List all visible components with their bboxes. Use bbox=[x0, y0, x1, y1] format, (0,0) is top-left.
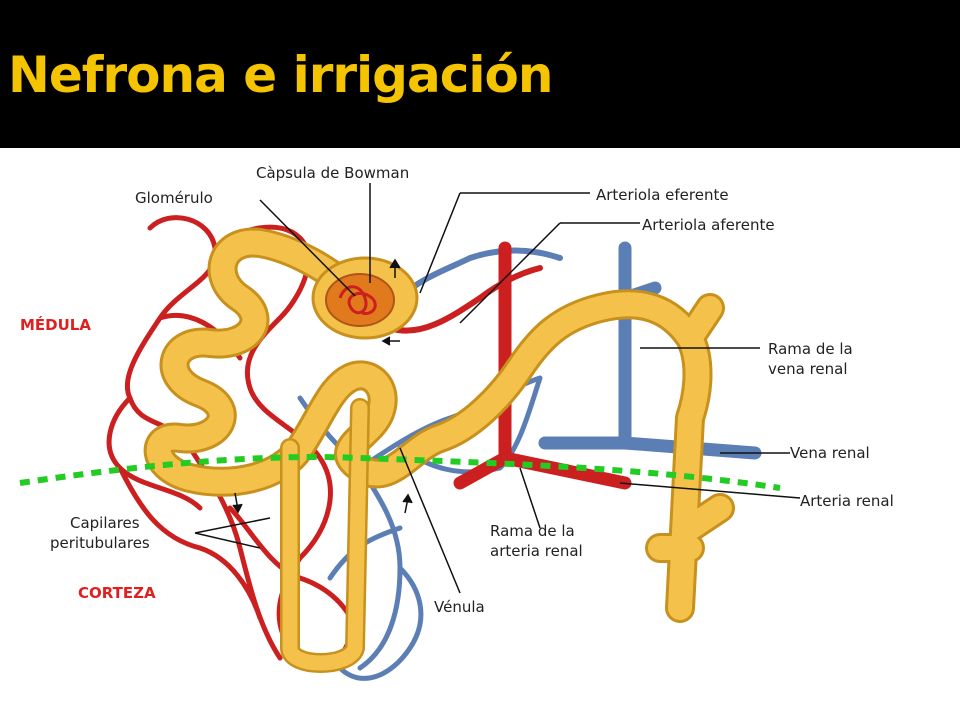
arrow-left-arteriole bbox=[381, 336, 400, 346]
label-rama-vena-renal-1: Rama de la bbox=[768, 340, 853, 358]
tubule-fill bbox=[146, 230, 732, 620]
label-rama-arteria-renal-2: arteria renal bbox=[490, 542, 583, 560]
diagram-svg: Càpsula de Bowman Glomérulo Arteriola ef… bbox=[19, 164, 894, 681]
slide-title: Nefrona e irrigación bbox=[8, 46, 553, 104]
loop-of-henle-fill bbox=[282, 400, 368, 671]
nephron-tubule bbox=[143, 227, 735, 673]
label-capsula-bowman: Càpsula de Bowman bbox=[256, 164, 409, 182]
label-glomerulo: Glomérulo bbox=[135, 189, 213, 207]
leader-lines bbox=[194, 183, 801, 594]
renal-vein-branch bbox=[538, 241, 762, 460]
label-arteriola-eferente: Arteriola eferente bbox=[596, 186, 729, 204]
label-rama-vena-renal-2: vena renal bbox=[768, 360, 848, 378]
label-peritubulares: peritubulares bbox=[50, 534, 150, 552]
label-arteriola-aferente: Arteriola aferente bbox=[642, 216, 775, 234]
label-corteza: CORTEZA bbox=[78, 584, 156, 602]
label-vena-renal: Vena renal bbox=[790, 444, 870, 462]
label-venula: Vénula bbox=[434, 598, 485, 616]
flow-arrows bbox=[232, 258, 413, 514]
label-capilares: Capilares bbox=[70, 514, 140, 532]
label-arteria-renal: Arteria renal bbox=[800, 492, 894, 510]
cortex-medulla-boundary bbox=[19, 454, 781, 491]
nephron-diagram: Càpsula de Bowman Glomérulo Arteriola ef… bbox=[0, 148, 960, 720]
title-bar: Nefrona e irrigación bbox=[0, 0, 960, 148]
label-rama-arteria-renal-1: Rama de la bbox=[490, 522, 575, 540]
arrow-down-capillary bbox=[232, 492, 243, 514]
afferent-arteriole bbox=[387, 265, 543, 334]
label-medula: MÉDULA bbox=[20, 315, 91, 334]
efferent-arteriole bbox=[397, 247, 563, 301]
arrow-glomerulo-out bbox=[389, 258, 401, 278]
glomerulus-tuft bbox=[338, 285, 377, 316]
arrow-up-venule bbox=[402, 493, 413, 514]
